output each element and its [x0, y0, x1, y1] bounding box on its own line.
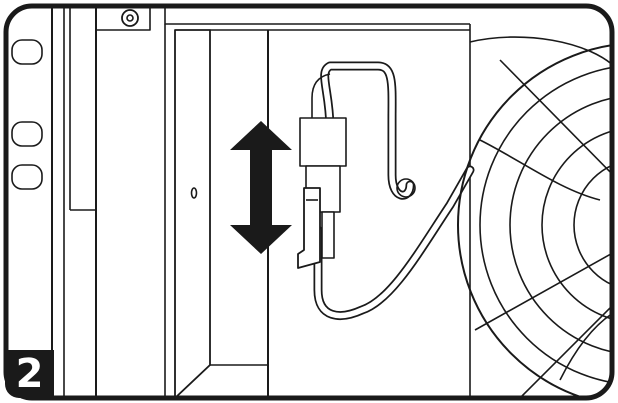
step-badge: 2 — [5, 350, 54, 398]
cable-connector — [297, 117, 347, 269]
screw — [121, 9, 139, 27]
cooling-fan — [457, 36, 612, 398]
panel-hole — [190, 187, 198, 199]
illustration-frame — [3, 3, 615, 401]
power-cable — [297, 61, 475, 320]
chassis-top — [96, 6, 470, 398]
mounting-hole — [11, 164, 43, 190]
mounting-hole — [11, 121, 43, 147]
mounting-hole — [11, 39, 43, 65]
rack-rail — [11, 6, 97, 398]
double-headed-vertical-arrow-icon — [230, 121, 292, 254]
step-number: 2 — [15, 351, 44, 397]
